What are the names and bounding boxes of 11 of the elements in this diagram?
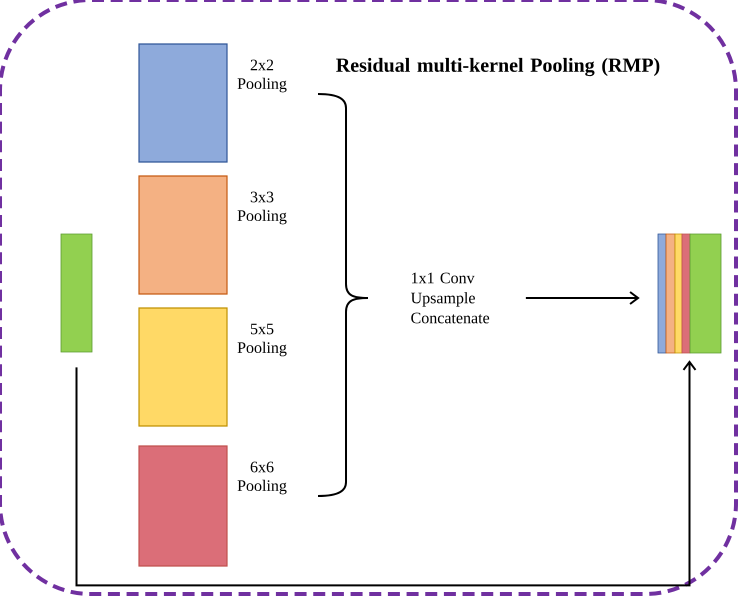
title: Residual multi-kernel Pooling (RMP) <box>336 58 660 76</box>
box-label: 3x3 Pooling <box>238 192 287 224</box>
feature-bar <box>60 234 92 352</box>
box-label: 6x6 Pooling <box>238 462 287 494</box>
box-label: 2x2 Pooling <box>238 60 287 92</box>
concatenated-bar-drawing <box>658 234 722 354</box>
arrow <box>76 360 696 586</box>
operation-text: 1x1 Conv Upsample Concatenate <box>410 272 490 324</box>
brace <box>318 297 368 497</box>
box-label: 5x5 Pooling <box>238 324 287 356</box>
arrow <box>526 291 640 305</box>
